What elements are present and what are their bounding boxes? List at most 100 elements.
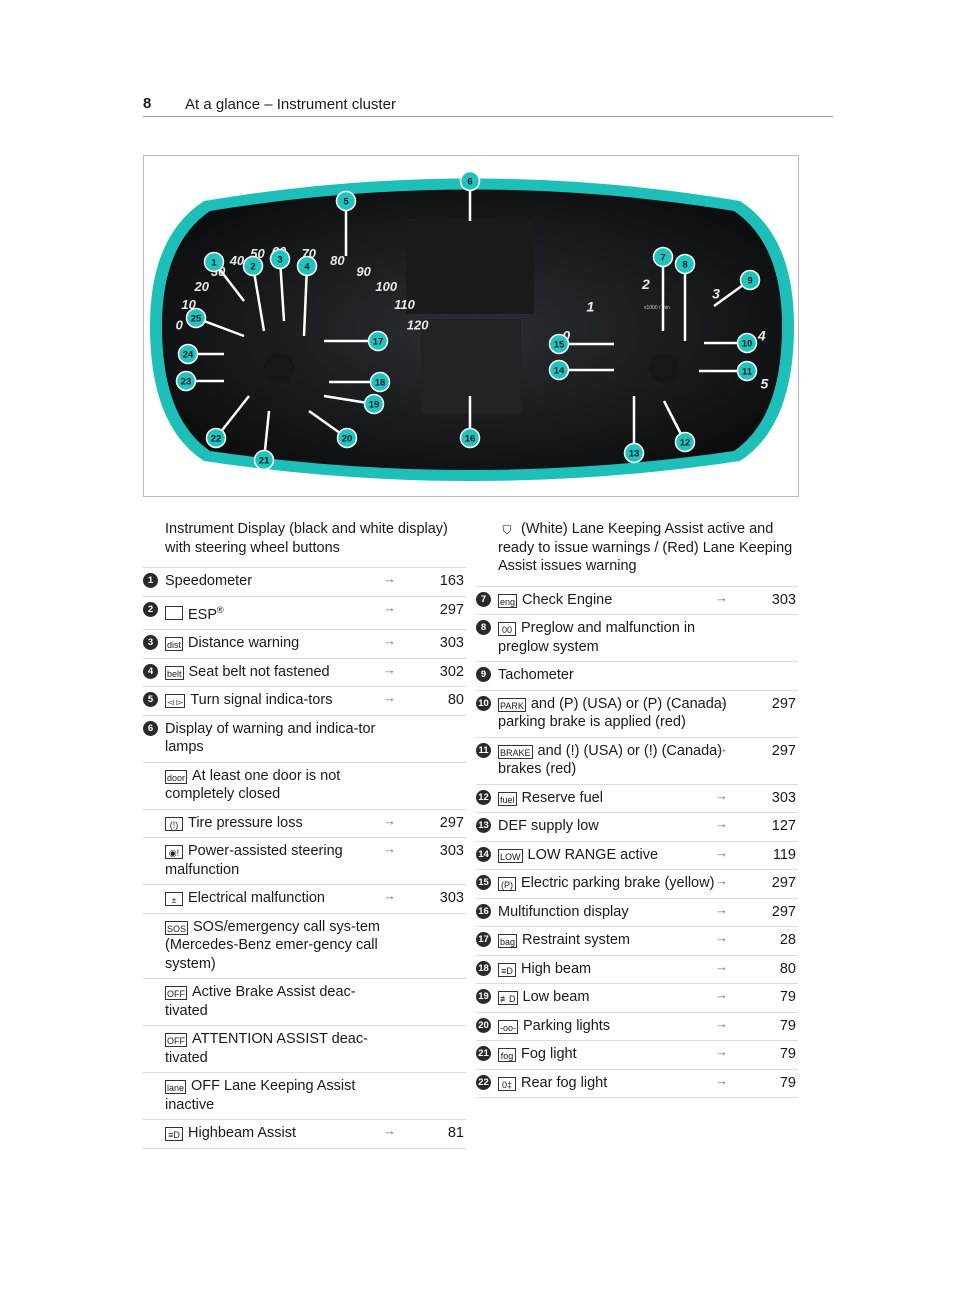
page-reference: 303: [771, 591, 796, 608]
speed-tick-label: 100: [375, 279, 397, 294]
page-ref-arrow-icon: →: [383, 812, 396, 828]
tach-tick-label: 0: [562, 328, 570, 344]
page-ref-arrow-icon: →: [383, 599, 396, 615]
page-ref-arrow-icon: →: [383, 690, 396, 705]
callout-badge: 8: [476, 620, 491, 635]
speed-tick-label: 20: [194, 279, 210, 294]
page-reference: 303: [439, 890, 464, 906]
page-ref-arrow-icon: →: [383, 633, 396, 648]
callout-marker: [296, 255, 318, 277]
page-ref-arrow-icon: →: [383, 888, 396, 903]
page-reference: 297: [771, 903, 796, 920]
page-reference: 303: [439, 635, 464, 651]
tach-tick-label: 2: [641, 276, 650, 292]
page-reference: 163: [439, 573, 464, 589]
tach-tick-label: 4: [757, 328, 766, 344]
callout-marker: [548, 333, 570, 355]
left-intro: Instrument Display (black and white disp…: [165, 521, 448, 556]
page-ref-arrow-icon: →: [715, 930, 728, 945]
callout-number: 13: [629, 449, 640, 460]
callout-badge: 17: [476, 932, 491, 947]
callout-number: 17: [373, 337, 384, 348]
right-legend-column: ⛉(White) Lane Keeping Assist active and …: [476, 520, 798, 1098]
page-number: 8: [143, 95, 152, 112]
callout-marker: [548, 359, 570, 381]
callout-marker: [652, 246, 674, 268]
speed-tick-label: 80: [330, 253, 345, 268]
callout-badge: 19: [476, 989, 491, 1004]
callout-number: 6: [467, 177, 472, 188]
speed-tick-label: 110: [394, 297, 415, 312]
page-reference: 80: [447, 692, 464, 708]
legend-text: -oo-Parking lights: [498, 1017, 611, 1034]
page-ref-arrow-icon: →: [383, 571, 396, 586]
page-reference: 303: [439, 843, 464, 859]
callout-marker: [175, 370, 197, 392]
page-reference: 127: [771, 818, 796, 834]
legend-text: Speedometer: [165, 573, 253, 589]
callout-badge: 9: [476, 667, 491, 682]
indicator-icon: -oo-: [498, 1019, 519, 1034]
speed-tick-label: 90: [356, 264, 371, 279]
legend-text: ◅ ▻Turn signal indica-tors: [165, 692, 333, 708]
page-reference: 119: [772, 846, 796, 863]
lane-keeping-icon: ⛉: [502, 523, 512, 537]
callout-badge: 12: [476, 789, 491, 805]
callout-marker: [674, 431, 696, 453]
callout-badge: 22: [476, 1074, 491, 1090]
callout-number: 19: [369, 400, 380, 411]
page-ref-arrow-icon: →: [715, 787, 728, 803]
callout-marker: [459, 427, 481, 449]
legend-text: DEF supply low: [498, 818, 599, 834]
indicator-icon: eng: [498, 593, 518, 608]
callout-number: 23: [181, 377, 192, 388]
page-reference: 79: [779, 989, 796, 1005]
callout-marker: [253, 449, 275, 471]
callout-badge: 2: [143, 601, 158, 617]
callout-number: 12: [680, 438, 691, 449]
legend-row: 15(P)Electric parking brake (yellow)→297: [476, 869, 798, 898]
page-reference: 297: [439, 814, 464, 831]
callout-marker: [739, 269, 761, 291]
legend-row: 5◅ ▻Turn signal indica-tors→80: [143, 686, 466, 715]
callout-badge: 13: [476, 818, 491, 833]
callout-number: 16: [465, 434, 476, 445]
indicator-icon: BRAKE: [498, 744, 533, 759]
page-ref-arrow-icon: →: [383, 841, 396, 856]
callout-number: 15: [554, 340, 565, 351]
legend-text: (!)Tire pressure loss: [165, 814, 466, 833]
callout-badge: 18: [476, 960, 491, 976]
callout-number: 5: [343, 197, 349, 208]
callout-badge: 3: [143, 635, 158, 650]
callout-number: 14: [554, 366, 565, 377]
callout-marker: [336, 427, 358, 449]
indicator-icon: 00: [498, 622, 516, 636]
legend-row: 20-oo-Parking lights→79: [476, 1011, 798, 1041]
callout-number: 1: [211, 258, 217, 269]
left-legend-column: Instrument Display (black and white disp…: [143, 520, 466, 1149]
indicator-icon: (P): [498, 877, 516, 891]
callout-badge: 16: [476, 903, 491, 919]
page-ref-arrow-icon: →: [383, 661, 396, 677]
